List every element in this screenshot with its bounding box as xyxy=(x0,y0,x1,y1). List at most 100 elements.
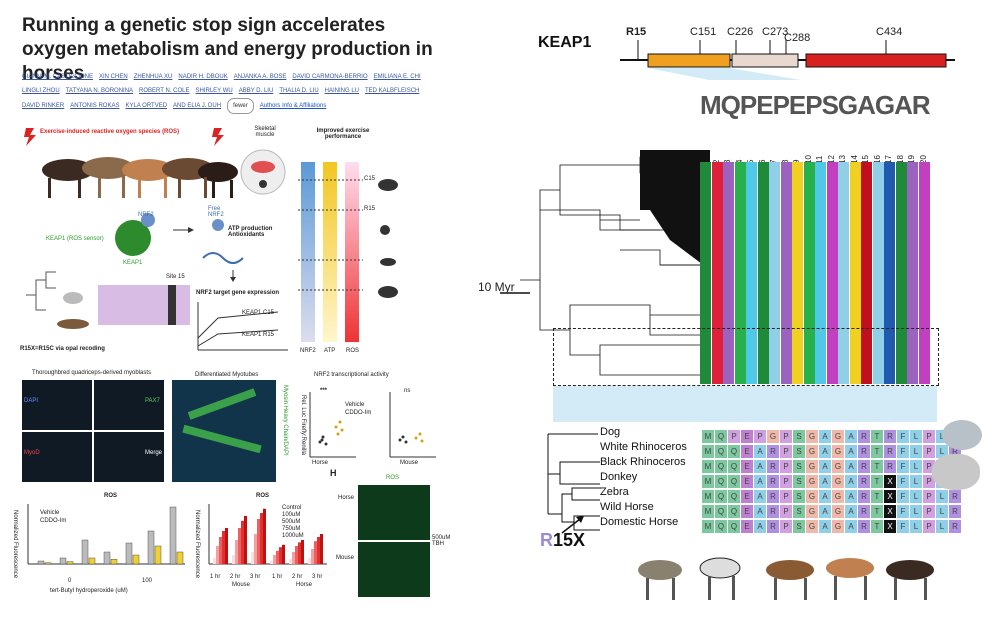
author-link[interactable]: XIN CHEN xyxy=(99,74,128,80)
residue-cell: E xyxy=(741,475,753,488)
mini-alignment xyxy=(98,285,190,325)
residue-cell: F xyxy=(897,520,909,533)
residue-cell: L xyxy=(936,505,948,518)
residue-cell: A xyxy=(845,505,857,518)
alignment-column xyxy=(780,162,792,384)
author-link[interactable]: THALIA D. LIU xyxy=(279,88,319,94)
highlight-box xyxy=(553,328,939,386)
residue-cell: A xyxy=(754,460,766,473)
ros-x100: 100 xyxy=(142,578,153,584)
residue-cell: F xyxy=(897,460,909,473)
residue-cell: S xyxy=(793,475,805,488)
ros-time-bar xyxy=(317,537,320,564)
atp-label: ATP production Antioxidants xyxy=(228,226,273,238)
skull-icon xyxy=(259,180,267,188)
horse-icon xyxy=(826,558,874,578)
residue-cell: S xyxy=(793,430,805,443)
scale-label: 10 Myr xyxy=(478,280,515,294)
author-link[interactable]: HAINING LU xyxy=(324,88,360,94)
keap1-r15-label: KEAP1 R15 xyxy=(242,332,275,338)
ros-bar xyxy=(169,506,177,565)
residue-cell: R xyxy=(858,520,870,533)
residue-cell: M xyxy=(702,520,714,533)
nrf2-gradient-bar xyxy=(301,162,315,342)
author-link[interactable]: KYLA ORTVED xyxy=(125,103,168,109)
mouse-ros-panel xyxy=(358,542,430,597)
alignment-column xyxy=(849,162,861,384)
residue-cell: Q xyxy=(728,520,740,533)
pax7-panel xyxy=(94,380,164,430)
ros-time-bar xyxy=(251,552,254,564)
author-link[interactable]: DAVID CARMONA-BERRIO xyxy=(292,74,368,80)
author-link[interactable]: TED KALBFLEISCH xyxy=(365,88,420,94)
residue-cell: M xyxy=(702,430,714,443)
residue-cell: R xyxy=(767,460,779,473)
alignment-column xyxy=(815,162,826,384)
ros-bar xyxy=(103,551,111,565)
author-link[interactable]: ROBERT N. COLE xyxy=(139,88,190,94)
residue-cell: A xyxy=(845,520,857,533)
author-link[interactable]: ANTONIS ROKAS xyxy=(70,103,120,109)
c15-marker: C15 xyxy=(364,176,376,182)
residue-cell: R xyxy=(767,475,779,488)
author-link[interactable]: ANJANKA A. BOSE xyxy=(233,74,287,80)
residue-cell: P xyxy=(923,505,935,518)
fewer-button[interactable]: fewer xyxy=(227,98,254,114)
author-link[interactable]: TATYANA N. BORONINA xyxy=(65,88,134,94)
residue-cell: Q xyxy=(728,505,740,518)
residue-cell: S xyxy=(793,520,805,533)
domestic-horse-icon xyxy=(886,560,934,580)
author-link[interactable]: ZHENHUA XU xyxy=(133,74,173,80)
author-link[interactable]: AND ELIA J. DUH xyxy=(173,103,222,109)
residue-cell: P xyxy=(923,445,935,458)
residue-cell: X xyxy=(884,520,896,533)
horse-group-icon xyxy=(57,319,89,329)
t5: 2 hr xyxy=(292,574,303,580)
residue-cell: F xyxy=(897,430,909,443)
alignment-column xyxy=(757,162,769,384)
keap1-c15-label: KEAP1 C15 xyxy=(242,310,275,316)
site15-label: Site 15 xyxy=(166,274,185,280)
ros-legend-vehicle: Vehicle xyxy=(40,510,60,516)
legend2-100: 100uM xyxy=(282,512,301,518)
rhino-icon xyxy=(932,454,980,490)
recoding-label: R15X=R15C via opal recoding xyxy=(20,346,105,352)
residue-cell: T xyxy=(871,475,883,488)
ros-time-bar xyxy=(320,534,323,564)
ros-time-bar xyxy=(219,537,222,564)
alignment-column xyxy=(872,162,884,384)
residue-cell: L xyxy=(936,520,948,533)
ros-horse-label: Horse xyxy=(338,495,355,501)
panel-h-label: H xyxy=(330,468,337,478)
wild-horse-icon xyxy=(766,560,814,580)
author-link[interactable]: LINGLI ZHOU xyxy=(22,88,60,94)
horses-illustration xyxy=(42,157,238,198)
affiliations-link[interactable]: Authors Info & Affiliations xyxy=(259,103,327,109)
keap1-r15-curve xyxy=(197,329,279,347)
equid-illustrations xyxy=(638,557,934,600)
residue-cell: G xyxy=(806,445,818,458)
residue-cell: A xyxy=(845,445,857,458)
author-link[interactable]: ABBY D. LIU xyxy=(238,88,274,94)
author-link[interactable]: NADIR H. DBOUK xyxy=(178,74,228,80)
residue-cell: R xyxy=(884,430,896,443)
dapi-panel xyxy=(22,380,92,430)
axis-ros: ROS xyxy=(346,348,360,354)
ros-ylabel: Normalized Fluorescence xyxy=(12,510,18,579)
merge-panel xyxy=(94,432,164,482)
author-link[interactable]: GIANNI M. CASTIGLIONE xyxy=(22,74,94,80)
ros-time-bar xyxy=(270,561,273,564)
author-link[interactable]: SHIRLEY WU xyxy=(195,88,233,94)
residue-cell: M xyxy=(702,505,714,518)
author-link[interactable]: EMILIANA E. CHI xyxy=(373,74,421,80)
site-c288: C288 xyxy=(784,32,811,44)
ros-gradient-bar xyxy=(345,162,359,342)
residue-cell: R xyxy=(858,430,870,443)
residue-cell: E xyxy=(741,430,753,443)
improved-performance-label: Improved exercise performance xyxy=(316,128,370,140)
alignment-column xyxy=(723,162,734,384)
residue-cell: G xyxy=(806,475,818,488)
author-link[interactable]: DAVID RINKER xyxy=(22,103,65,109)
residue-cell: R xyxy=(884,460,896,473)
